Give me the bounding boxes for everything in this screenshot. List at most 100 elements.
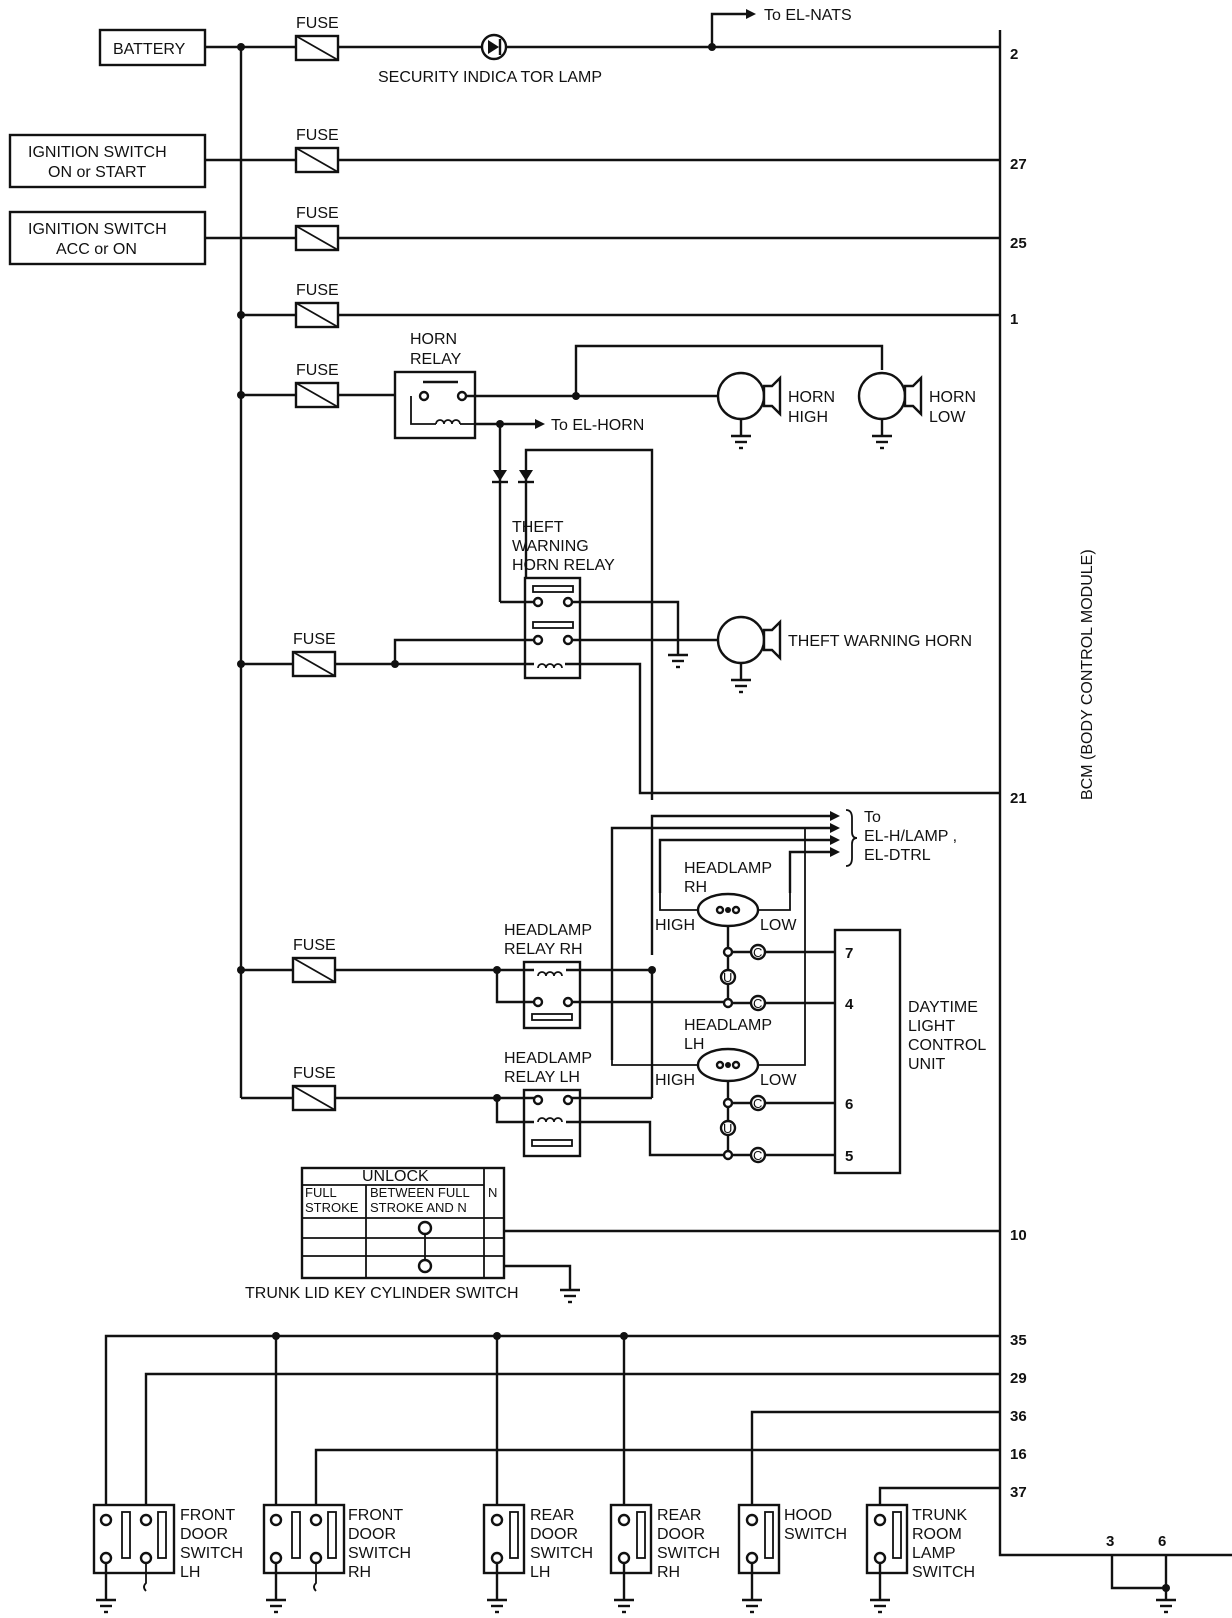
theft-relay-label-2: WARNING — [512, 538, 589, 555]
trunk-room-label-2: ROOM — [912, 1526, 962, 1543]
connector-u-1: U — [723, 970, 732, 985]
dtrl-label-2: LIGHT — [908, 1018, 955, 1035]
low-label-lh: LOW — [760, 1072, 797, 1089]
trunk-room-label: TRUNK — [912, 1507, 967, 1524]
theft-horn-label: THEFT WARNING HORN — [788, 633, 972, 650]
connector-u-2: U — [723, 1121, 732, 1136]
front-lh-label-2: DOOR — [180, 1526, 228, 1543]
theft-warning-relay: THEFT WARNING HORN RELAY THEFT WARNING H… — [241, 519, 1000, 795]
connector-c-2: C — [753, 996, 762, 1011]
hl-relay-rh-label: HEADLAMP — [504, 922, 592, 939]
n-label: N — [488, 1185, 497, 1200]
bcm-pin-36: 36 — [1010, 1408, 1027, 1425]
headlamp-rh-label-2: RH — [684, 879, 707, 896]
rear-rh-label-3: SWITCH — [657, 1545, 720, 1562]
security-lamp-label: SECURITY INDICA TOR LAMP — [378, 69, 602, 86]
battery-label: BATTERY — [113, 41, 186, 58]
bcm-pin-25: 25 — [1010, 235, 1027, 252]
hood-label-2: SWITCH — [784, 1526, 847, 1543]
horn-high-label-2: HIGH — [788, 409, 828, 426]
horn-relay-label-2: RELAY — [410, 351, 462, 368]
rear-door-switch-rh: REAR DOOR SWITCH RH — [609, 1503, 720, 1614]
battery-source: BATTERY — [98, 28, 207, 67]
ignition-on-start-source: IGNITION SWITCH ON or START — [8, 133, 207, 189]
fuse-label-1: FUSE — [296, 15, 339, 32]
bcm-pin-37: 37 — [1010, 1484, 1027, 1501]
headlamp-lh-label: HEADLAMP — [684, 1017, 772, 1034]
trunk-room-label-3: LAMP — [912, 1545, 956, 1562]
rear-lh-label-4: LH — [530, 1564, 550, 1581]
hl-relay-rh-label-2: RELAY RH — [504, 941, 583, 958]
bcm-pin-27: 27 — [1010, 156, 1027, 173]
ignition-lines — [205, 158, 1000, 240]
rear-lh-label-2: DOOR — [530, 1526, 578, 1543]
front-rh-label-4: RH — [348, 1564, 371, 1581]
ign-on-start-label: IGNITION SWITCH — [28, 144, 167, 161]
fuse-label-3: FUSE — [296, 205, 339, 222]
bcm-pin-21: 21 — [1010, 790, 1027, 807]
fuse-label-8: FUSE — [293, 1065, 336, 1082]
bcm-pin-10: 10 — [1010, 1227, 1027, 1244]
horn-low-label-2: LOW — [929, 409, 966, 426]
bcm-ground — [1110, 1555, 1176, 1614]
dtrl-pin-5: 5 — [845, 1148, 853, 1165]
dtrl-pin-7: 7 — [845, 945, 853, 962]
dtrl-label-4: UNIT — [908, 1056, 946, 1073]
bcm-pins: 2 27 25 1 21 10 35 29 36 16 37 3 6 — [1010, 46, 1166, 1550]
to-el-horn-label: To EL-HORN — [551, 417, 644, 434]
front-rh-label: FRONT — [348, 1507, 403, 1524]
security-lamp-circuit: SECURITY INDICA TOR LAMP To EL-NATS — [338, 7, 1000, 86]
horn-low-label: HORN — [929, 389, 976, 406]
rear-rh-label: REAR — [657, 1507, 701, 1524]
bcm-pin-2: 2 — [1010, 46, 1018, 63]
bcm-pin-35: 35 — [1010, 1332, 1027, 1349]
dtrl-label: DAYTIME — [908, 999, 978, 1016]
headlamp-lh-label-2: LH — [684, 1036, 704, 1053]
rear-lh-label-3: SWITCH — [530, 1545, 593, 1562]
fuse-label-7: FUSE — [293, 937, 336, 954]
between-label-2: STROKE AND N — [370, 1200, 467, 1215]
front-rh-label-2: DOOR — [348, 1526, 396, 1543]
trunk-lid-key-cylinder-switch: UNLOCK FULL STROKE BETWEEN FULL STROKE A… — [245, 1166, 1000, 1304]
hood-label: HOOD — [784, 1507, 832, 1524]
bcm-pin-1: 1 — [1010, 311, 1018, 328]
bcm-label: BCM (BODY CONTROL MODULE) — [1079, 549, 1096, 800]
front-lh-label-4: LH — [180, 1564, 200, 1581]
hl-relay-lh-label: HEADLAMP — [504, 1050, 592, 1067]
fuse-label-2: FUSE — [296, 127, 339, 144]
bcm-pin-29: 29 — [1010, 1370, 1027, 1387]
fuse-label-6: FUSE — [293, 631, 336, 648]
bcm-pin-16: 16 — [1010, 1446, 1027, 1463]
dtrl-pin-6: 6 — [845, 1096, 853, 1113]
ign-acc-on-label-2: ACC or ON — [56, 241, 137, 258]
door-switch-bus — [104, 1332, 1000, 1520]
hl-relay-lh-label-2: RELAY LH — [504, 1069, 580, 1086]
theft-relay-label: THEFT — [512, 519, 564, 536]
front-rh-label-3: SWITCH — [348, 1545, 411, 1562]
trunk-key-label: TRUNK LID KEY CYLINDER SWITCH — [245, 1285, 519, 1302]
rear-rh-label-2: DOOR — [657, 1526, 705, 1543]
fuses: FUSE FUSE FUSE FUSE FUSE FUSE FUSE FUSE — [291, 15, 340, 1112]
bcm-module: BCM (BODY CONTROL MODULE) — [998, 30, 1232, 1557]
trunk-room-lamp-switch: TRUNK ROOM LAMP SWITCH — [865, 1503, 975, 1614]
full-stroke-label: FULL — [305, 1185, 337, 1200]
trunk-room-label-4: SWITCH — [912, 1564, 975, 1581]
ignition-acc-on-source: IGNITION SWITCH ACC or ON — [8, 210, 207, 266]
connector-c-3: C — [753, 1096, 762, 1111]
fuse-label-4: FUSE — [296, 282, 339, 299]
unlock-label: UNLOCK — [362, 1168, 429, 1185]
full-stroke-label-2: STROKE — [305, 1200, 359, 1215]
to-headlamp-label-3: EL-DTRL — [864, 847, 931, 864]
high-label-lh: HIGH — [655, 1072, 695, 1089]
connector-c-1: C — [753, 945, 762, 960]
headlamp-circuit: To EL-H/LAMP , EL-DTRL HEADLAMP RH HIGH … — [241, 809, 986, 1175]
front-lh-label: FRONT — [180, 1507, 235, 1524]
fuse-label-5: FUSE — [296, 362, 339, 379]
rear-rh-label-4: RH — [657, 1564, 680, 1581]
high-label-rh: HIGH — [655, 917, 695, 934]
rear-lh-label: REAR — [530, 1507, 574, 1524]
connector-c-4: C — [753, 1148, 762, 1163]
ign-acc-on-label: IGNITION SWITCH — [28, 221, 167, 238]
battery-bus — [205, 43, 296, 1098]
hood-switch: HOOD SWITCH — [737, 1503, 847, 1614]
